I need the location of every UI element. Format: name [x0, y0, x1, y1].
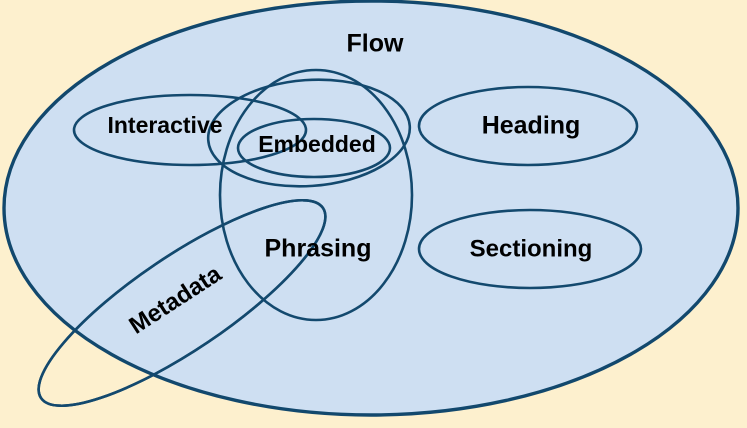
embedded-outer-ellipse[interactable] — [205, 73, 414, 193]
phrasing-label: Phrasing — [265, 235, 372, 263]
sectioning-label: Sectioning — [470, 235, 593, 262]
embedded-label: Embedded — [258, 131, 376, 157]
sectioning-ellipse[interactable] — [417, 208, 643, 290]
flow-label: Flow — [347, 30, 404, 58]
interactive-ellipse[interactable] — [72, 93, 308, 167]
embedded-ellipse[interactable] — [236, 117, 392, 179]
interactive-label: Interactive — [107, 112, 222, 138]
heading-ellipse[interactable] — [417, 85, 639, 167]
metadata-ellipse-overlay — [37, 198, 327, 408]
heading-label: Heading — [482, 112, 581, 140]
flow-ellipse[interactable] — [2, 0, 740, 417]
phrasing-ellipse[interactable] — [218, 68, 414, 322]
flow-ellipse-fill — [4, 1, 738, 415]
